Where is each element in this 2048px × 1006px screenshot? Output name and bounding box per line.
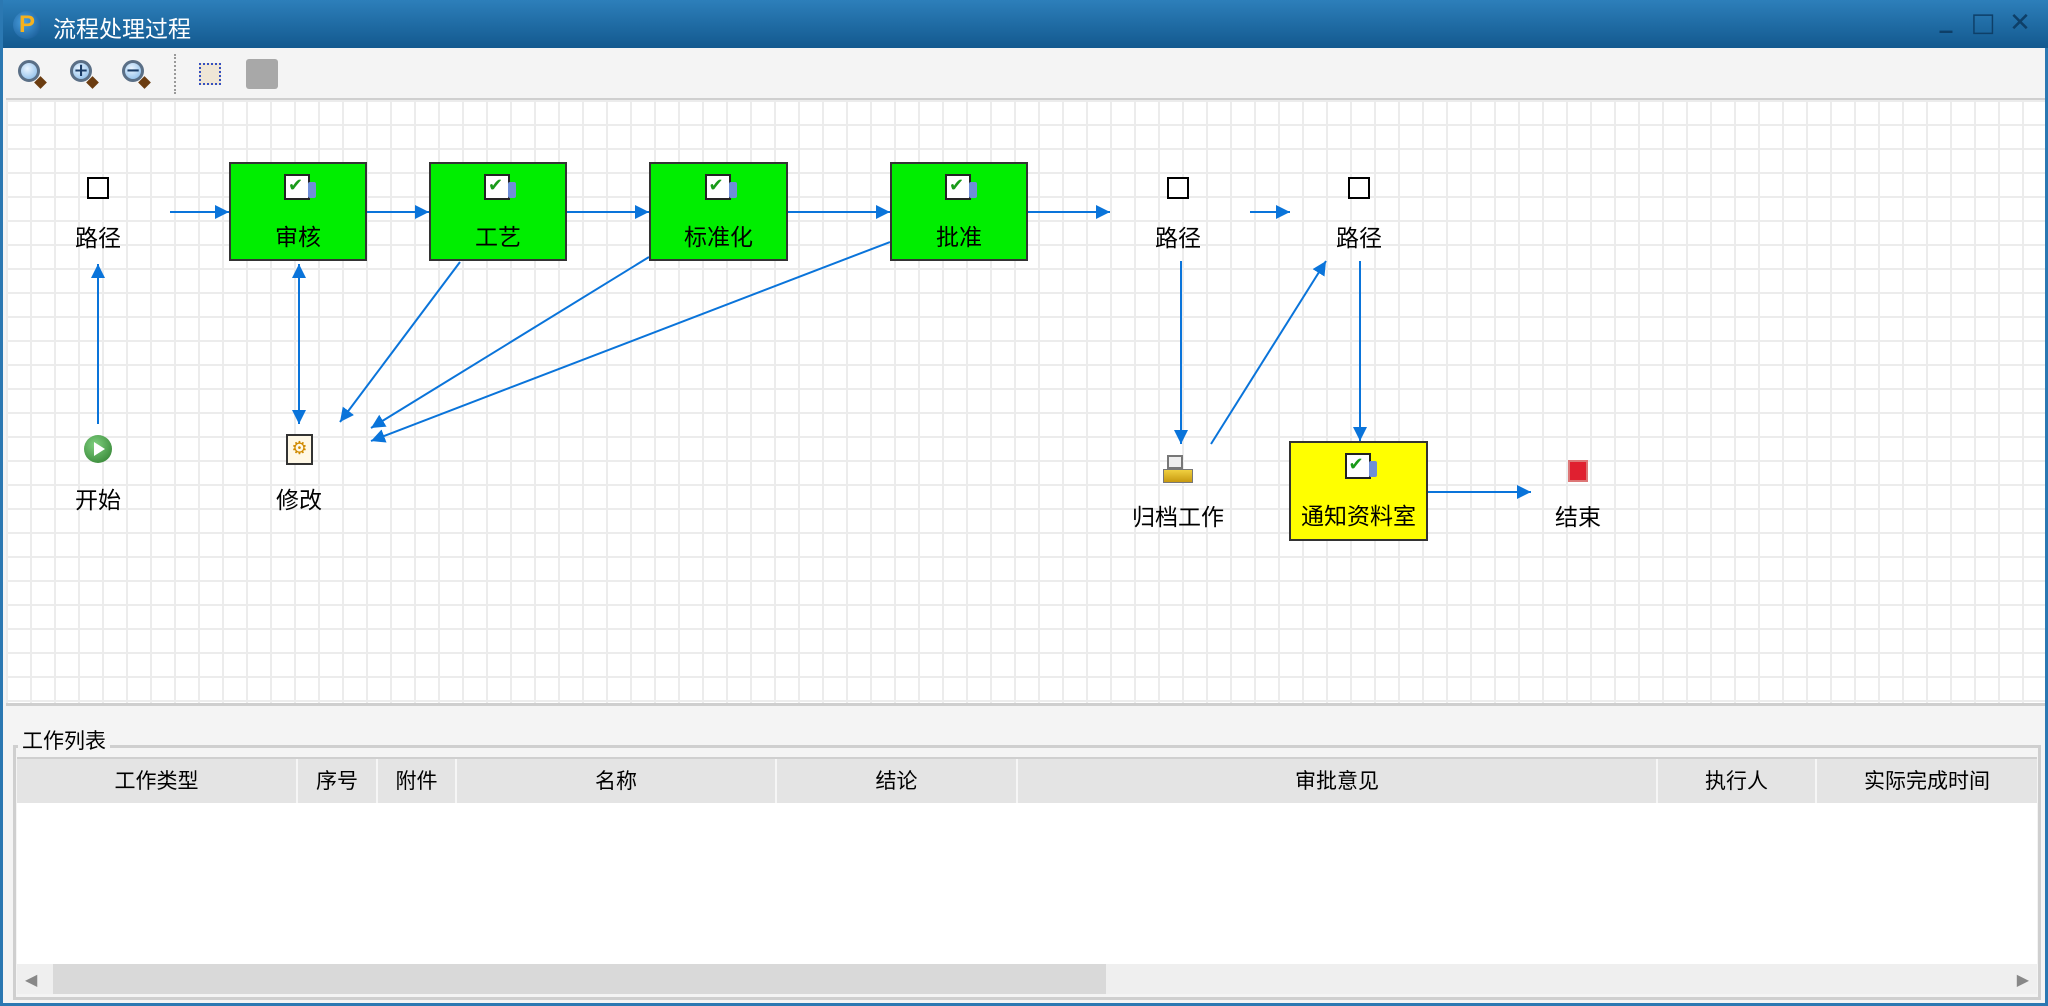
node-label: 路径 xyxy=(1155,226,1201,252)
close-button[interactable]: ✕ xyxy=(2009,8,2031,38)
zoom-fit-button[interactable] xyxy=(16,58,48,90)
task-node-review[interactable]: ✔ 审核 xyxy=(229,162,367,261)
task-node-approve[interactable]: ✔ 批准 xyxy=(890,162,1028,261)
column-header-seq[interactable]: 序号 xyxy=(298,759,378,803)
node-label: 路径 xyxy=(1336,226,1382,252)
scroll-right-icon[interactable]: ▶ xyxy=(2016,970,2029,989)
worklist-panel: 工作列表 工作类型 序号 附件 名称 结论 审批意见 执行人 实际完成时间 ◀ … xyxy=(6,709,2045,1003)
node-label: 结束 xyxy=(1555,505,1601,531)
zoom-in-button[interactable]: + xyxy=(68,58,100,90)
toolbar: + − xyxy=(6,48,2045,100)
node-label: 归档工作 xyxy=(1132,505,1224,531)
fit-page-icon xyxy=(199,63,221,85)
worklist-table: 工作类型 序号 附件 名称 结论 审批意见 执行人 实际完成时间 ◀ ▶ xyxy=(17,757,2037,994)
node-label: 批准 xyxy=(936,225,982,251)
edges-layer xyxy=(91,205,1531,499)
table-header: 工作类型 序号 附件 名称 结论 审批意见 执行人 实际完成时间 xyxy=(17,759,2037,803)
scroll-left-icon[interactable]: ◀ xyxy=(25,970,38,989)
printer-archive-icon xyxy=(1163,455,1193,485)
node-label: 修改 xyxy=(276,488,322,514)
edge-approve-modify xyxy=(370,241,891,443)
stop-icon xyxy=(1568,460,1588,482)
column-header-work-type[interactable]: 工作类型 xyxy=(17,759,298,803)
node-label: 开始 xyxy=(75,488,121,514)
node-label: 审核 xyxy=(275,225,321,251)
task-approval-icon: ✔ xyxy=(284,174,316,200)
zoom-out-icon: − xyxy=(122,60,144,82)
column-header-executor[interactable]: 执行人 xyxy=(1658,759,1817,803)
edit-disabled-icon xyxy=(246,59,278,89)
node-label: 工艺 xyxy=(475,225,521,251)
column-header-conclusion[interactable]: 结论 xyxy=(777,759,1018,803)
zoom-out-button[interactable]: − xyxy=(120,58,152,90)
magnifier-icon xyxy=(18,60,40,82)
edge-craft-modify xyxy=(339,261,461,423)
edge-standard-modify xyxy=(370,256,650,429)
document-gear-icon: ⚙ xyxy=(286,434,313,465)
task-approval-icon: ✔ xyxy=(1344,453,1377,479)
column-header-opinion[interactable]: 审批意见 xyxy=(1018,759,1658,803)
task-approval-icon: ✔ xyxy=(945,174,977,200)
column-header-completion-time[interactable]: 实际完成时间 xyxy=(1864,769,1990,793)
app-logo-icon: P xyxy=(13,11,41,39)
route-square-icon xyxy=(1348,177,1370,199)
worklist-group xyxy=(13,745,2041,1000)
worklist-title: 工作列表 xyxy=(18,725,110,755)
fit-page-button[interactable] xyxy=(194,58,226,90)
horizontal-scrollbar[interactable]: ◀ ▶ xyxy=(17,964,2037,994)
node-label: 路径 xyxy=(75,226,121,252)
task-node-notify-archive-room[interactable]: ✔ 通知资料室 xyxy=(1289,441,1428,541)
node-label: 通知资料室 xyxy=(1301,504,1416,530)
column-header-attachment[interactable]: 附件 xyxy=(378,759,457,803)
play-icon xyxy=(84,435,112,463)
title-bar: P 流程处理过程 _ □ ✕ xyxy=(3,0,2048,48)
route-square-icon xyxy=(1167,177,1189,199)
edge-archive-path3 xyxy=(1210,260,1327,445)
scrollbar-thumb[interactable] xyxy=(53,964,1106,994)
edit-button xyxy=(246,58,278,90)
minimize-button[interactable]: _ xyxy=(1939,4,1953,34)
window-title: 流程处理过程 xyxy=(53,17,191,43)
toolbar-separator xyxy=(174,54,176,94)
workflow-canvas[interactable]: 路径 开始 ✔ 审核 ✔ 工艺 ✔ 标准化 ✔ 批准 ⚙ 修改 路径 路径 归档… xyxy=(6,100,2045,706)
column-header-name[interactable]: 名称 xyxy=(457,759,777,803)
task-approval-icon: ✔ xyxy=(484,174,516,200)
maximize-button[interactable]: □ xyxy=(1970,8,1996,38)
route-square-icon xyxy=(87,177,109,199)
node-label: 标准化 xyxy=(684,225,753,251)
task-node-craft[interactable]: ✔ 工艺 xyxy=(429,162,567,261)
task-approval-icon: ✔ xyxy=(704,174,737,200)
task-node-standardization[interactable]: ✔ 标准化 xyxy=(649,162,788,261)
zoom-in-icon: + xyxy=(70,60,92,82)
